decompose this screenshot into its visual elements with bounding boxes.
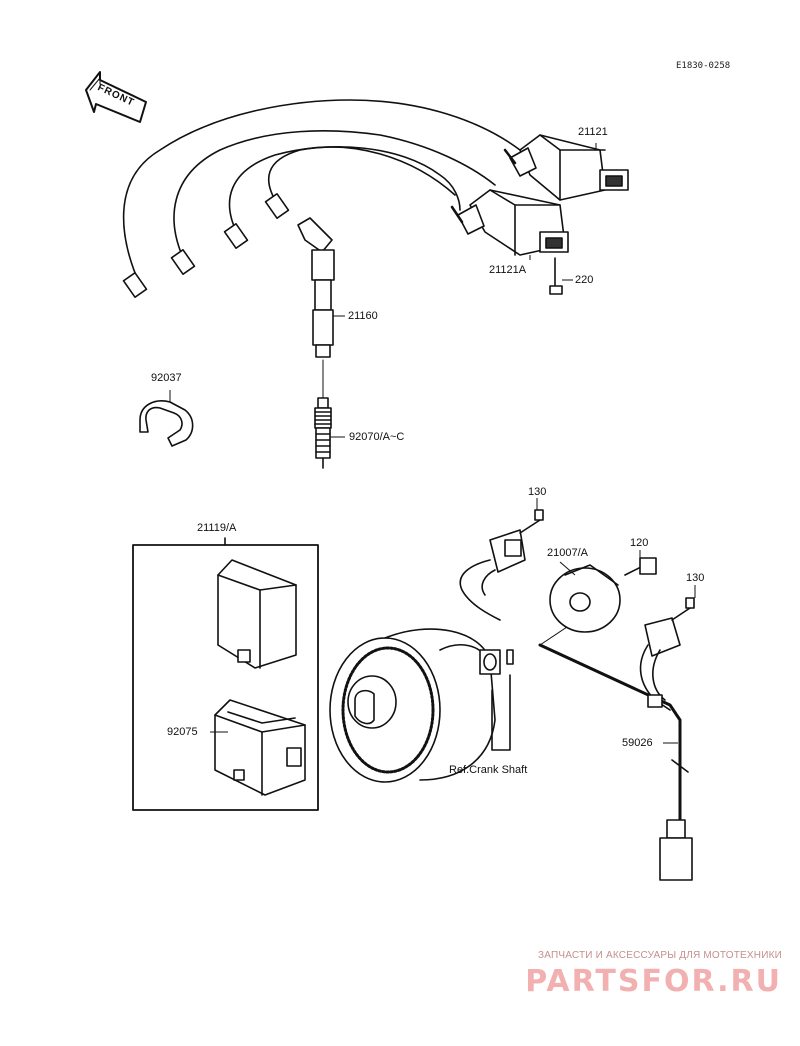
- igniter-case: [214, 699, 306, 796]
- part-label-92075: 92075: [167, 726, 198, 738]
- diagram-code: E1830-0258: [676, 61, 731, 71]
- part-label-120: 120: [630, 537, 649, 549]
- lead-caps: [122, 192, 290, 299]
- part-label-21119: 21119/A: [197, 522, 237, 534]
- spark-plug-cap: [297, 217, 335, 358]
- watermark-logo: PARTSFOR.RU: [525, 964, 782, 999]
- part-label-130-upper: 130: [528, 486, 547, 498]
- timing-rotor: [549, 564, 621, 633]
- part-label-92037: 92037: [151, 372, 182, 384]
- bolt-120: [624, 557, 657, 576]
- leader-lines: [169, 143, 696, 744]
- high-tension-leads: [122, 99, 521, 286]
- clamp-92037: [139, 400, 194, 447]
- watermark-tagline: ЗАПЧАСТИ И АКСЕССУАРЫ ДЛЯ МОТОТЕХНИКИ: [537, 950, 782, 961]
- igniter-unit: [217, 559, 297, 669]
- pickup-coil-lower: [538, 597, 695, 881]
- part-label-21121a: 21121A: [489, 264, 527, 276]
- part-label-21007: 21007/A: [547, 547, 588, 559]
- part-label-21160: 21160: [348, 310, 378, 322]
- rotor-flywheel: [329, 628, 501, 783]
- bolt-220: [549, 257, 563, 295]
- part-label-21121: 21121: [578, 126, 608, 138]
- ignition-coil-upper: [503, 134, 629, 201]
- spark-plug: [314, 397, 332, 469]
- part-label-220: 220: [575, 274, 594, 286]
- ignition-coil-lower: [450, 189, 569, 256]
- igniter-box-frame: [132, 537, 319, 811]
- front-arrow-icon: [85, 71, 147, 123]
- ref-crank-shaft-label: Ref.Crank Shaft: [449, 764, 528, 776]
- part-label-59026: 59026: [622, 737, 653, 749]
- part-label-130-lower: 130: [686, 572, 705, 584]
- part-label-92070: 92070/A~C: [349, 431, 405, 443]
- pickup-coil-upper: [459, 509, 544, 621]
